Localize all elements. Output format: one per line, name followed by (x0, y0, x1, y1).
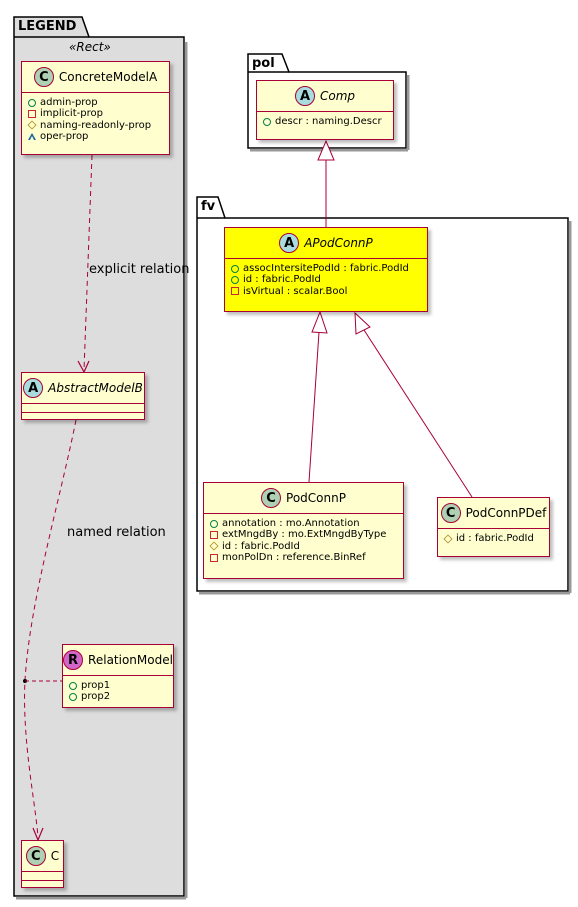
public-icon (231, 264, 239, 273)
inheritance-podconnpdef-apodconnp (354, 311, 473, 498)
class-icon: C (25, 846, 46, 866)
attribute: admin-prop (40, 97, 98, 108)
abstract-class-icon: A (294, 86, 315, 106)
attribute: annotation : mo.Annotation (222, 518, 360, 529)
class-name: ConcreteModelA (58, 70, 158, 84)
public-icon (263, 117, 271, 126)
explicit-relation-label: explicit relation (89, 262, 190, 277)
legend-stereotype: «Rect» (69, 40, 111, 54)
attribute: isVirtual : scalar.Bool (243, 285, 348, 297)
attribute: prop1 (81, 680, 111, 691)
class-comp[interactable]: A Comp descr : naming.Descr (256, 80, 394, 140)
relation-class-icon: R (63, 650, 84, 670)
class-icon: C (261, 488, 282, 508)
public-icon (28, 98, 36, 107)
private-icon (210, 530, 218, 539)
class-name: PodConnPDef (465, 506, 547, 520)
attribute: assocIntersitePodId : fabric.PodId (243, 263, 409, 274)
class-relation-model[interactable]: R RelationModel prop1 prop2 (62, 644, 174, 708)
attribute: descr : naming.Descr (275, 116, 382, 127)
protected-icon (443, 533, 453, 544)
class-name: PodConnP (286, 491, 346, 505)
class-name: AbstractModelB (48, 381, 143, 395)
class-name: APodConnP (304, 236, 373, 250)
protected-icon (209, 541, 219, 551)
legend-package-label: LEGEND (18, 19, 77, 34)
public-icon (69, 692, 77, 701)
private-icon (231, 287, 239, 296)
class-name: Comp (319, 89, 356, 103)
attribute: implicit-prop (40, 108, 103, 120)
protected-icon (27, 120, 37, 130)
abstract-class-icon: A (279, 233, 300, 253)
attribute: monPolDn : reference.BinRef (222, 552, 366, 564)
inheritance-podconnp-apodconnp (308, 310, 328, 483)
attribute: id : fabric.PodId (243, 274, 321, 286)
class-icon: C (440, 503, 461, 523)
abstract-class-icon: A (23, 378, 44, 398)
class-icon: C (33, 67, 54, 87)
class-concrete-model-a[interactable]: C ConcreteModelA admin-prop implicit-prop… (21, 61, 170, 155)
public-icon (210, 519, 218, 528)
pol-package-label: pol (252, 56, 275, 71)
class-a-pod-conn-p[interactable]: A APodConnP assocIntersitePodId : fabric.… (224, 227, 428, 312)
class-name: C (50, 849, 60, 863)
attribute: extMngdBy : mo.ExtMngdByType (222, 529, 387, 541)
class-pod-conn-p[interactable]: C PodConnP annotation : mo.Annotation ext… (203, 482, 404, 579)
class-pod-conn-p-def[interactable]: C PodConnPDef id : fabric.PodId (437, 497, 550, 557)
attribute: id : fabric.PodId (222, 540, 300, 552)
named-relation-label: named relation (67, 525, 166, 540)
package-private-icon (28, 133, 36, 141)
attribute: oper-prop (40, 131, 89, 143)
private-icon (210, 553, 218, 562)
class-abstract-model-b[interactable]: A AbstractModelB (21, 372, 145, 420)
attribute: prop2 (81, 691, 111, 703)
inheritance-apodconnp-comp (317, 139, 335, 227)
attribute: id : fabric.PodId (456, 533, 534, 544)
public-icon (231, 275, 239, 284)
private-icon (28, 109, 36, 118)
fv-package-label: fv (201, 199, 216, 214)
attribute: naming-readonly-prop (40, 119, 152, 131)
class-name: RelationModel (88, 653, 173, 667)
public-icon (69, 681, 77, 690)
